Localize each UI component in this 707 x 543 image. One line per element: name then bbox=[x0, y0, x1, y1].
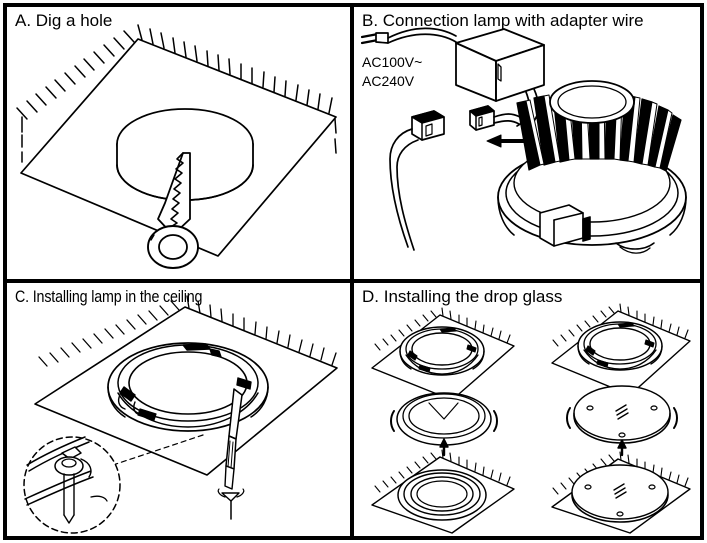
panel-a-illustration bbox=[16, 24, 337, 269]
panel-d-installing-drop-glass: D. Installing the drop glass bbox=[354, 283, 701, 538]
subfigure-d3 bbox=[371, 449, 515, 534]
mains-wire-icon bbox=[360, 27, 457, 45]
rotate-arrow-right-icon-right bbox=[673, 407, 678, 429]
panel-a-title: A. Dig a hole bbox=[15, 11, 113, 30]
rotate-arrow-left-icon bbox=[390, 410, 395, 432]
power-adapter-icon bbox=[455, 28, 545, 102]
panel-d-illustration bbox=[371, 303, 691, 534]
rotate-arrow-left-icon-right bbox=[566, 407, 571, 429]
panel-c-illustration bbox=[23, 295, 338, 534]
panel-divider-horizontal bbox=[5, 279, 702, 283]
panel-b-title: B. Connection lamp with adapter wire bbox=[362, 11, 644, 30]
panel-d-title: D. Installing the drop glass bbox=[362, 287, 563, 306]
rotate-arrow-right-icon bbox=[493, 410, 498, 432]
screwdriver-icon bbox=[224, 388, 243, 490]
connector-plug-icon bbox=[389, 110, 445, 251]
drop-glass-clear-icon bbox=[390, 392, 498, 446]
panel-c-title: C. Installing lamp in the ceiling bbox=[15, 287, 203, 306]
ceiling-anchor-icon bbox=[217, 488, 245, 520]
drop-glass-frosted-icon bbox=[566, 385, 678, 444]
arrow-up-icon-right bbox=[617, 439, 627, 457]
detail-callout-icon bbox=[23, 436, 121, 534]
panel-a-dig-a-hole: A. Dig a hole bbox=[7, 7, 350, 279]
led-downlight-heatsink-icon bbox=[497, 80, 687, 254]
lamp-ring-icon bbox=[107, 342, 269, 432]
subfigure-d1 bbox=[371, 307, 515, 401]
subfigure-d2 bbox=[551, 303, 691, 396]
keyhole-saw-icon bbox=[147, 152, 199, 269]
detail-callout-leader bbox=[112, 434, 204, 466]
panel-b-illustration bbox=[360, 27, 687, 254]
panel-b-connection-lamp: B. Connection lamp with adapter wire AC1… bbox=[354, 7, 701, 279]
panel-divider-vertical bbox=[350, 5, 354, 538]
panel-c-installing-lamp: C. Installing lamp in the ceiling bbox=[7, 283, 350, 538]
subfigure-d4 bbox=[551, 451, 691, 534]
voltage-label-line-2: AC240V bbox=[362, 73, 415, 89]
connector-socket-icon bbox=[469, 105, 521, 131]
voltage-label-line-1: AC100V~ bbox=[362, 54, 423, 70]
arrow-up-icon-left bbox=[439, 438, 449, 457]
arrow-left-icon bbox=[486, 134, 531, 148]
